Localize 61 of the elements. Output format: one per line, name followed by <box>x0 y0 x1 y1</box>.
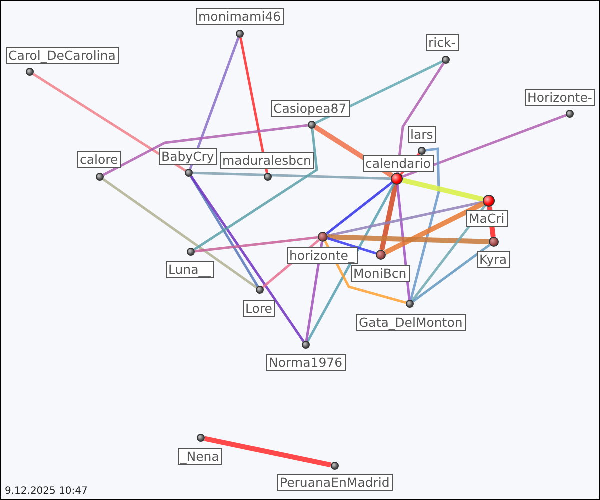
connection-line <box>190 176 259 288</box>
user-node <box>220 152 314 181</box>
user-name-label: calore <box>77 150 122 168</box>
user-name-label: lars <box>408 126 436 142</box>
connection-line <box>402 114 567 178</box>
connection-line <box>380 184 398 251</box>
connection-line <box>192 172 392 180</box>
user-name-label: MaCri <box>466 210 508 226</box>
user-node <box>178 434 222 464</box>
connection-line <box>384 201 485 255</box>
user-node <box>242 286 276 316</box>
user-name-label: Carol_DeCarolina <box>6 46 119 64</box>
user-name-label: Norma1976 <box>266 354 346 370</box>
user-node <box>266 341 346 370</box>
user-node <box>286 232 358 264</box>
connection-line <box>240 38 268 174</box>
user-node <box>77 150 121 181</box>
user-name-label: Horizonte- <box>524 88 596 106</box>
connection-line <box>410 148 440 300</box>
user-name-label: MoniBcn <box>350 264 410 282</box>
connection-line <box>306 184 396 342</box>
user-node <box>277 462 393 490</box>
connection-line <box>326 182 394 235</box>
connection-line <box>194 236 318 253</box>
user-node <box>270 100 350 129</box>
connection-line <box>327 237 377 255</box>
user-node <box>356 300 466 330</box>
connection-line <box>189 37 240 170</box>
connection-line <box>190 176 305 342</box>
user-name-label: PeruanaEnMadrid <box>277 474 393 490</box>
connection-line <box>204 436 332 468</box>
connection-line <box>194 128 318 251</box>
user-node <box>158 148 218 177</box>
user-node <box>524 88 596 118</box>
user-node <box>426 34 458 64</box>
user-name-label: Casiopea87 <box>270 100 350 116</box>
connection-line <box>328 201 484 238</box>
user-name-label: Kyra <box>476 250 510 268</box>
connection-line <box>102 124 308 176</box>
connection-line <box>402 178 484 202</box>
user-name-label: horizonte_ <box>286 246 358 264</box>
connection-line <box>412 244 491 303</box>
user-name-label: rick- <box>426 34 459 50</box>
user-node <box>6 46 118 76</box>
user-name-label: maduralesbcn <box>220 152 314 168</box>
connection-line <box>328 234 490 244</box>
user-name-label: Lore <box>242 300 276 316</box>
user-node <box>166 248 214 278</box>
user-name-label: Luna__ <box>166 260 214 278</box>
user-node <box>408 126 436 155</box>
user-name-label: _Nena <box>178 448 222 464</box>
user-node <box>466 195 508 226</box>
user-node <box>476 237 510 268</box>
connection-line <box>396 62 445 174</box>
connection-line <box>102 178 258 289</box>
connection-line <box>32 73 186 172</box>
timestamp-text: 9.12.2025 10:47 <box>5 486 88 497</box>
user-node <box>196 8 284 38</box>
user-name-label: monimami46 <box>196 8 284 24</box>
user-name-label: BabyCry <box>158 148 218 164</box>
user-name-label: Gata_DelMonton <box>356 314 466 330</box>
